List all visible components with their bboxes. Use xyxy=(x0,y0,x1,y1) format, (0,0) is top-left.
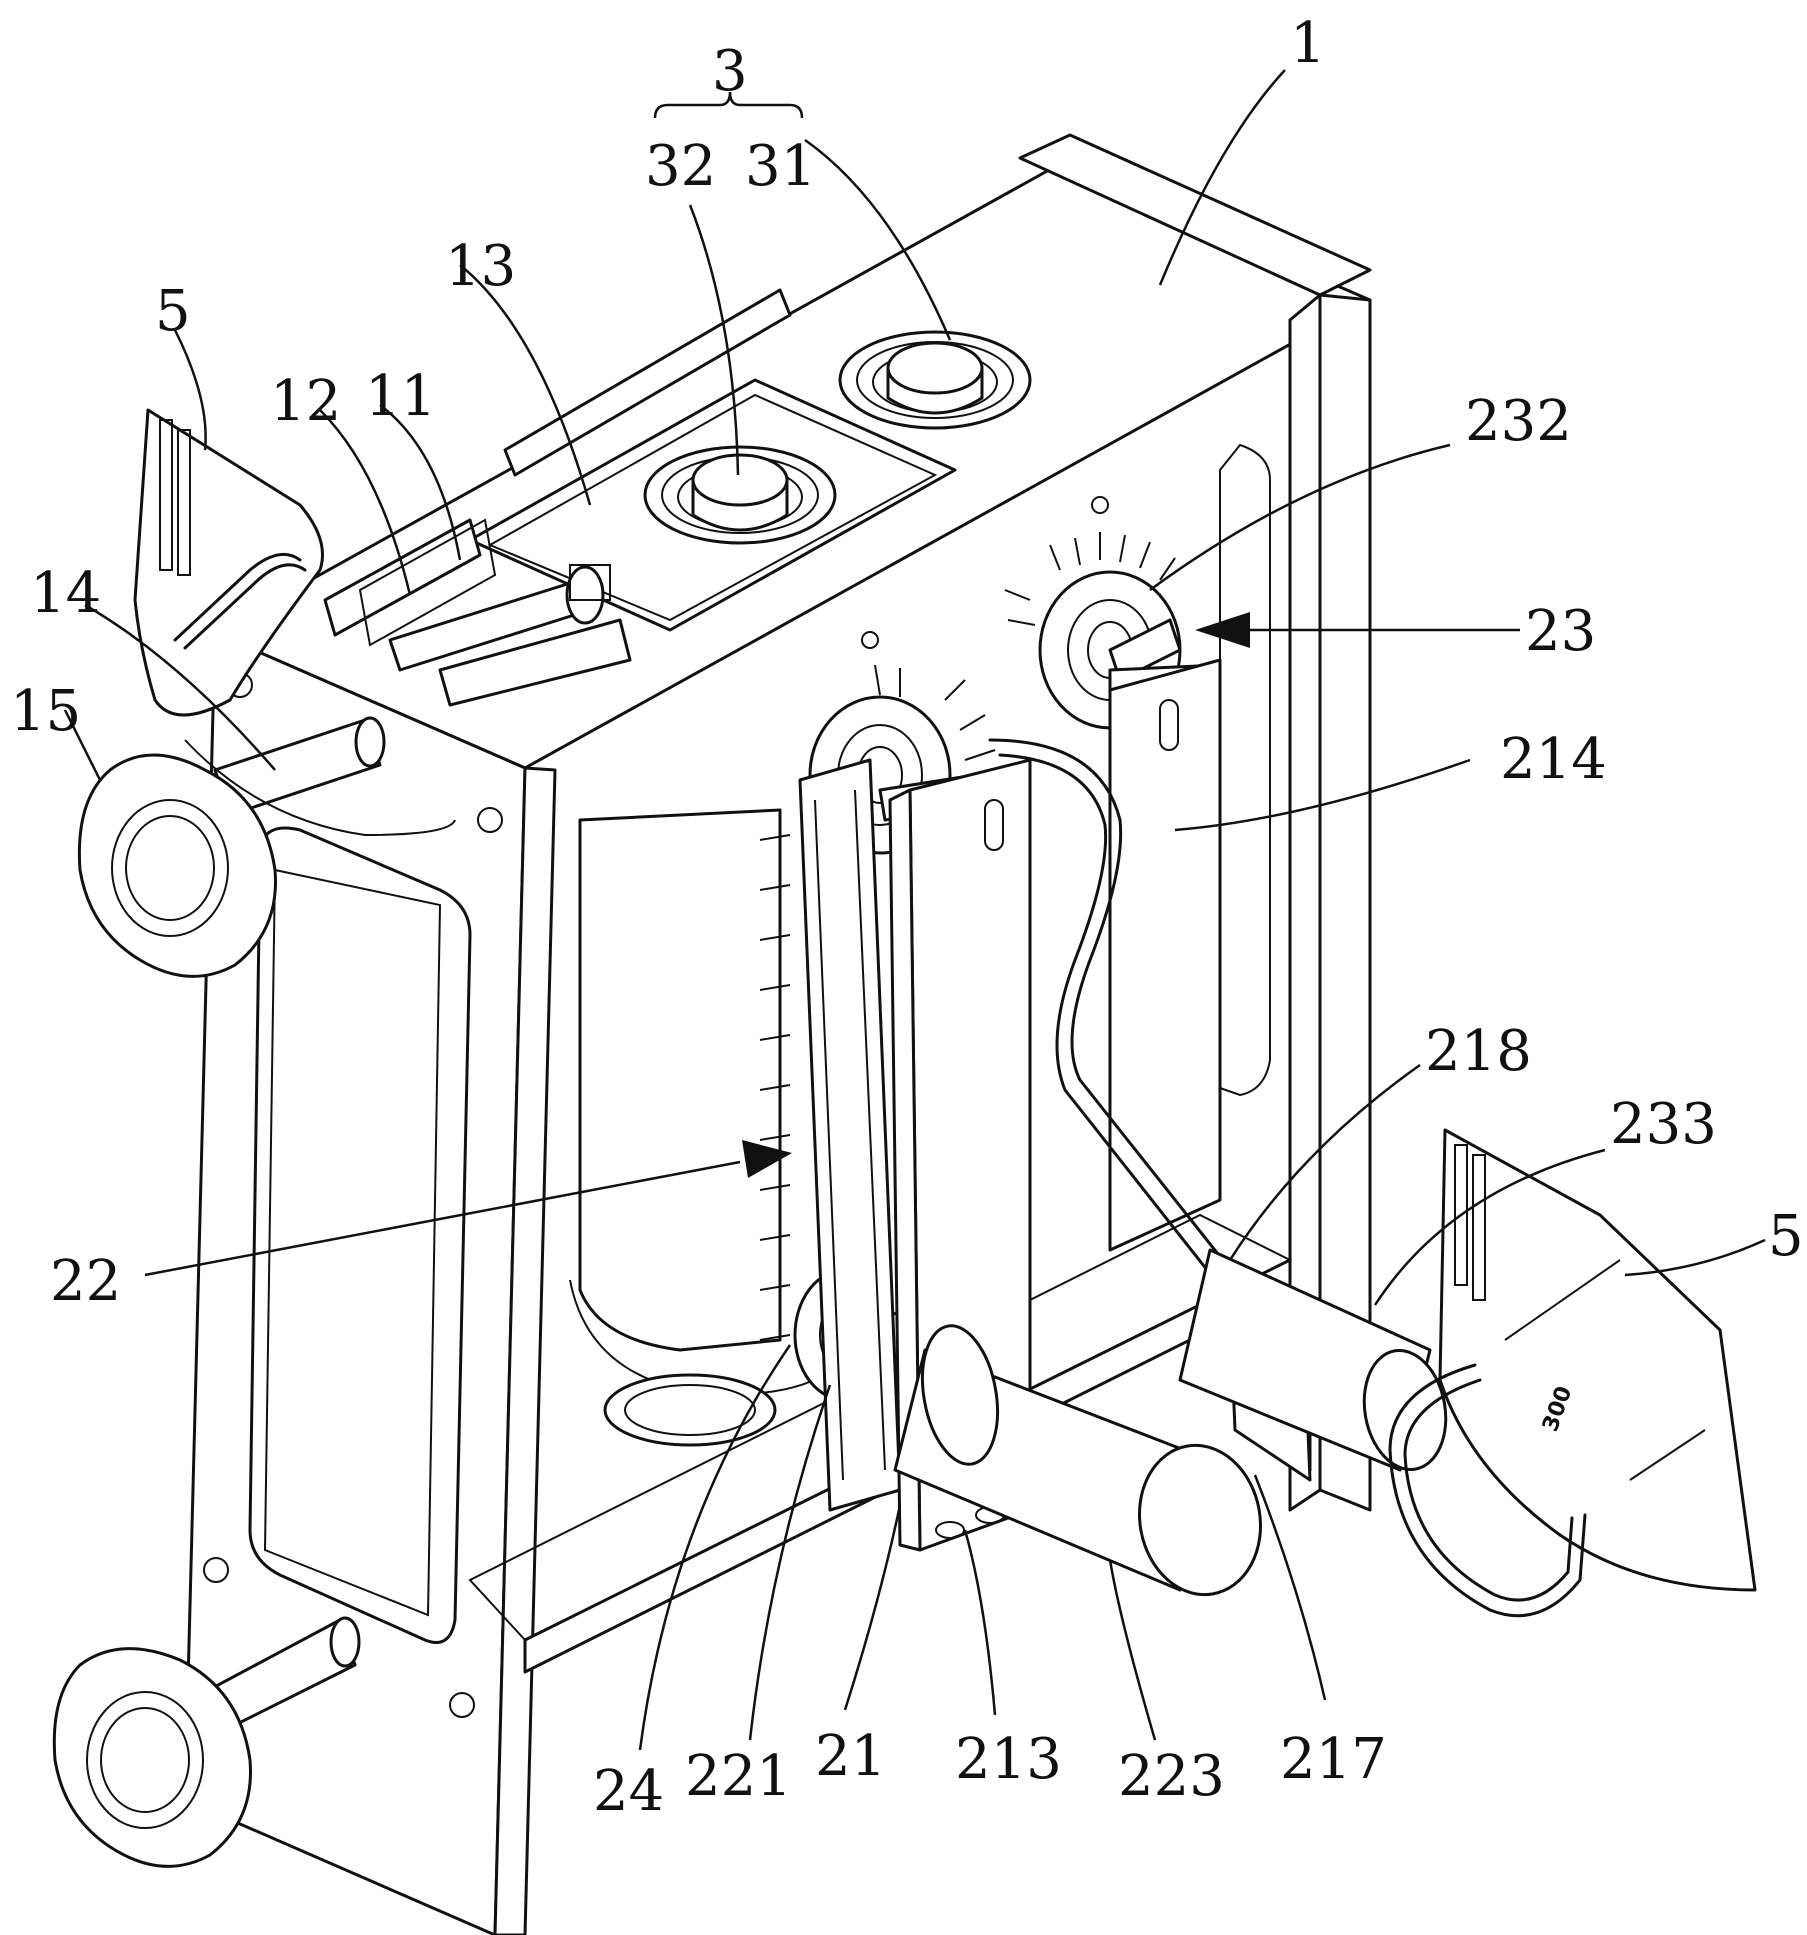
callout-15: 15 xyxy=(10,679,81,744)
callout-11: 11 xyxy=(365,364,436,429)
callout-214: 214 xyxy=(1500,727,1607,792)
callout-5-right: 5 xyxy=(1768,1204,1804,1269)
callout-22: 22 xyxy=(50,1249,121,1314)
arrow-head-23 xyxy=(1195,612,1250,648)
callout-3: 3 xyxy=(712,39,748,104)
roller-223 xyxy=(893,1324,1263,1597)
scraper-right: 300 xyxy=(1388,1128,1757,1618)
callout-218: 218 xyxy=(1425,1019,1532,1084)
callout-31: 31 xyxy=(745,134,816,199)
top-mechanism xyxy=(323,288,1032,707)
callout-217: 217 xyxy=(1280,1727,1387,1792)
bracket-21 xyxy=(798,758,902,1512)
callout-5-left: 5 xyxy=(155,279,191,344)
callout-14: 14 xyxy=(30,561,101,626)
rod-218 xyxy=(1178,1248,1448,1472)
callout-213: 213 xyxy=(955,1727,1062,1792)
knob-lower[interactable] xyxy=(52,1616,361,1868)
pin-row xyxy=(759,834,791,1341)
callout-221: 221 xyxy=(685,1744,792,1809)
brush-cylinder xyxy=(569,808,831,1447)
callout-1: 1 xyxy=(1290,11,1326,76)
knob-upper[interactable] xyxy=(77,716,386,978)
callout-13: 13 xyxy=(445,234,516,299)
arrow-head-22 xyxy=(742,1140,792,1178)
callout-232: 232 xyxy=(1465,389,1572,454)
callout-24: 24 xyxy=(593,1759,664,1824)
callout-223: 223 xyxy=(1118,1744,1225,1809)
callout-12: 12 xyxy=(270,369,341,434)
callout-233: 233 xyxy=(1610,1092,1717,1157)
callout-32: 32 xyxy=(645,134,716,199)
bracket-214 xyxy=(1108,658,1222,1252)
callout-23: 23 xyxy=(1525,599,1596,664)
scraper-left xyxy=(133,408,456,837)
leader-lines xyxy=(63,69,1766,1751)
callout-labels: 1 3 32 31 13 5 12 11 14 15 232 23 214 21… xyxy=(10,11,1804,1824)
callout-21: 21 xyxy=(815,1724,886,1789)
